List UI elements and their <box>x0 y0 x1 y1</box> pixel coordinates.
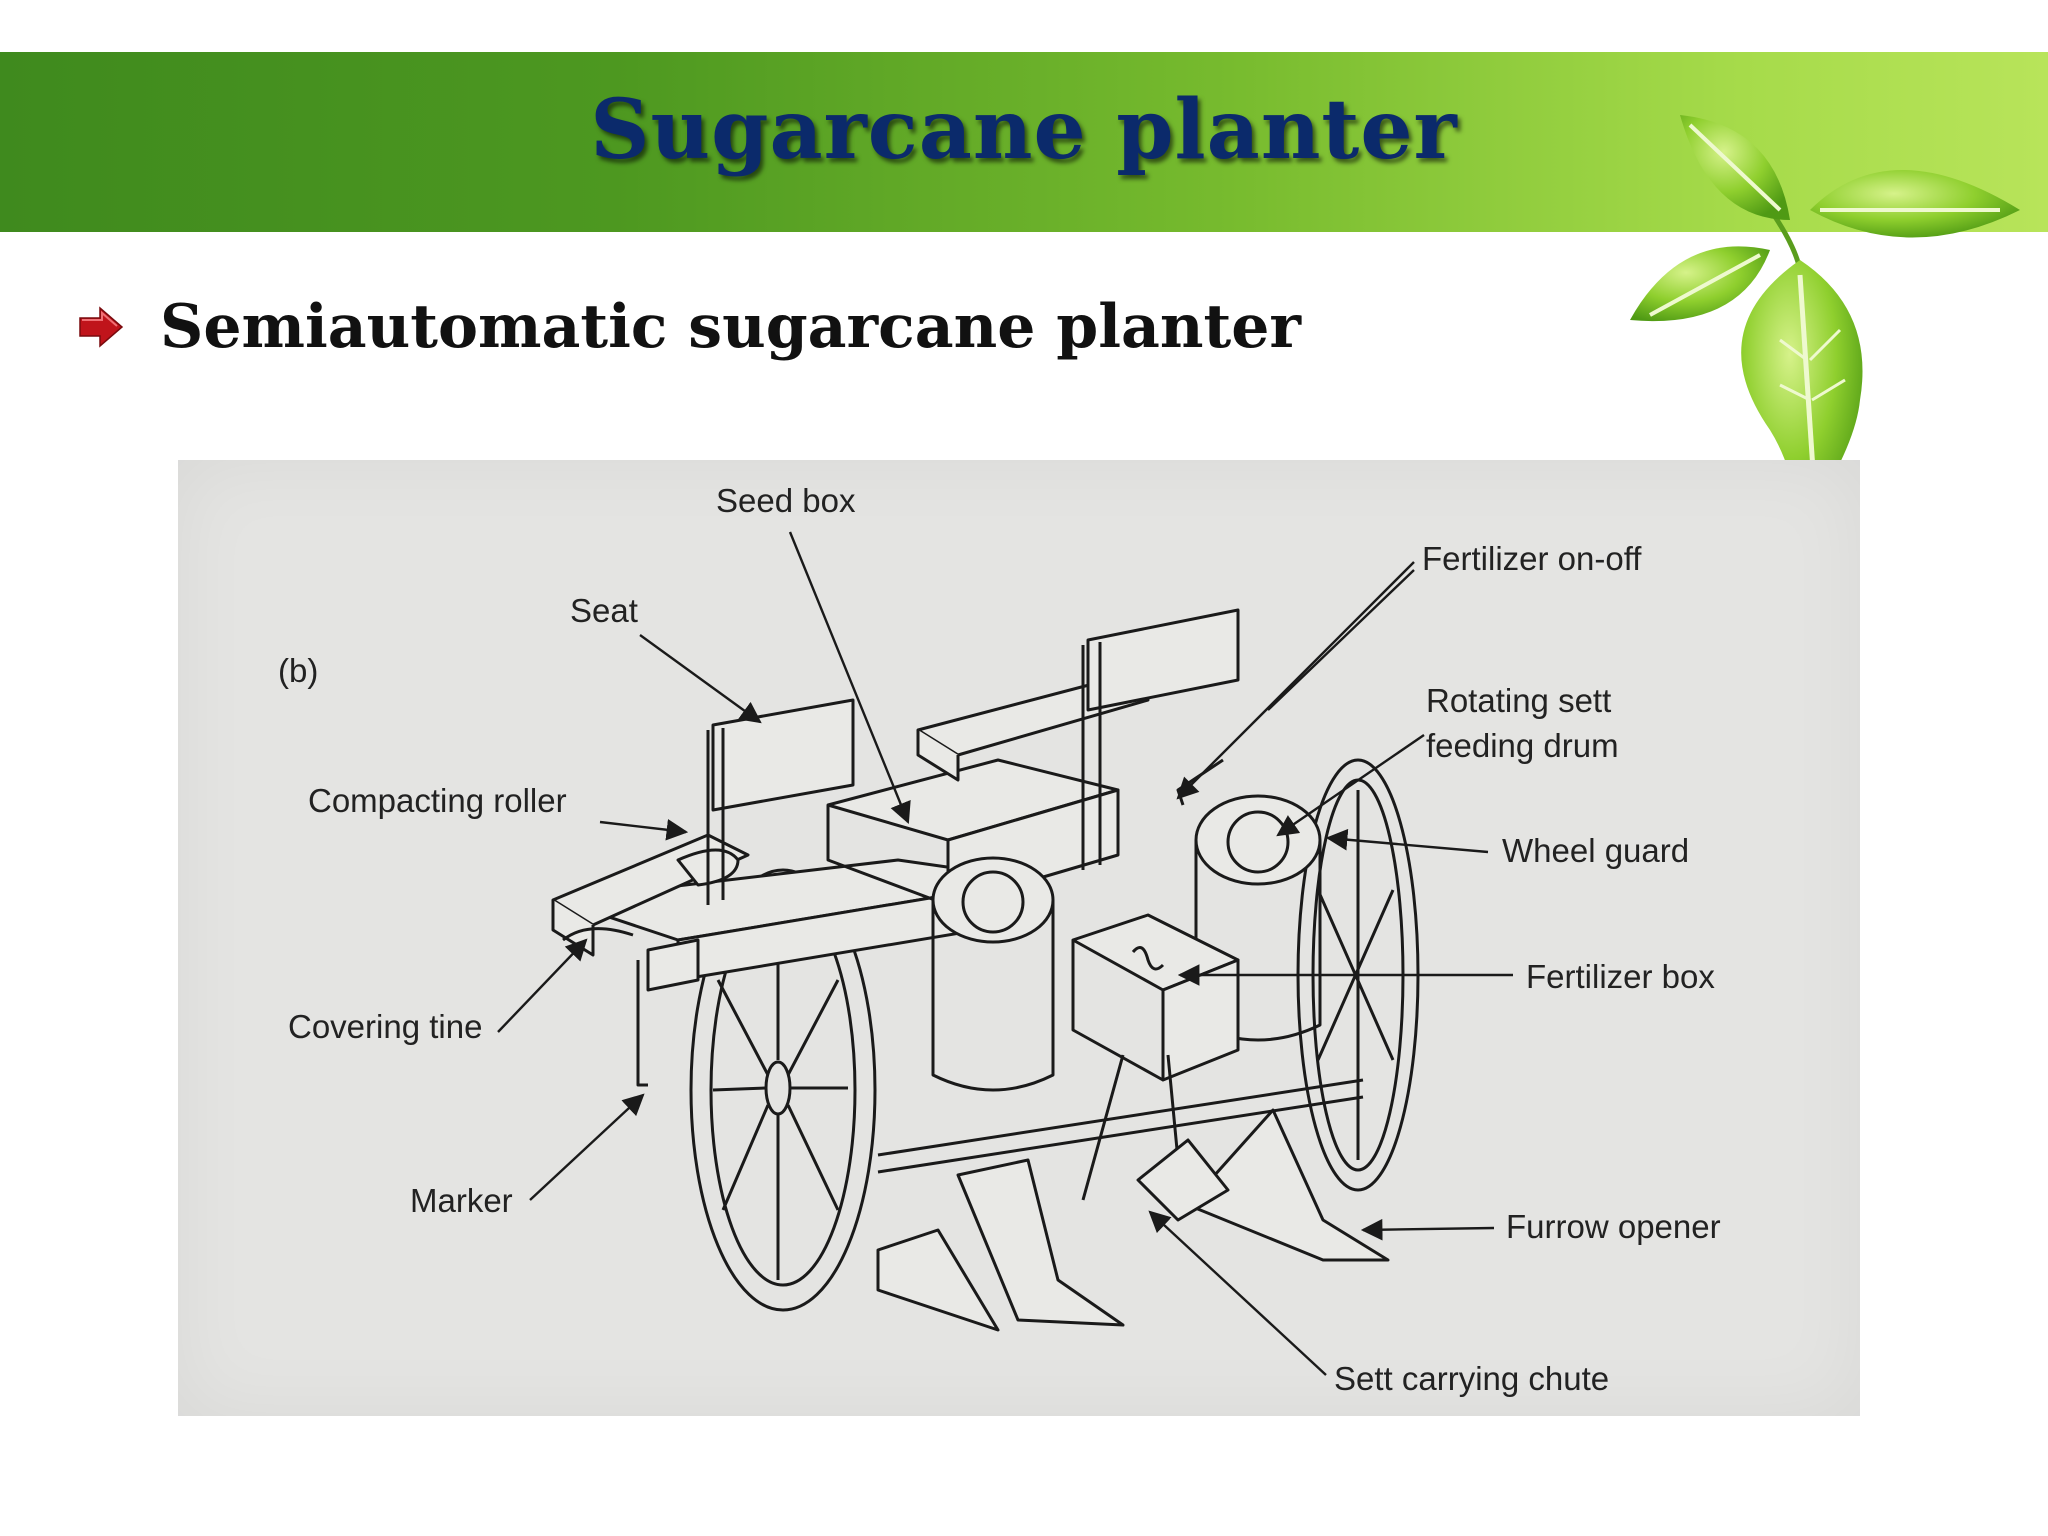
label-covering-tine: Covering tine <box>288 1008 482 1045</box>
label-marker: Marker <box>410 1182 513 1219</box>
label-rotating-sett-line2: feeding drum <box>1426 727 1619 764</box>
label-seat: Seat <box>570 592 638 629</box>
label-fertilizer-on-off: Fertilizer on-off <box>1422 540 1642 577</box>
leader-lines <box>497 531 1513 1376</box>
label-fertilizer-box: Fertilizer box <box>1526 958 1715 995</box>
label-furrow-opener: Furrow opener <box>1506 1208 1721 1245</box>
planter-diagram: (b) Seed box Seat Fertilizer on-off Rota… <box>178 460 1860 1416</box>
label-sett-carrying-chute: Sett carrying chute <box>1334 1360 1609 1397</box>
red-arrow-bullet-icon <box>79 306 124 348</box>
label-seed-box: Seed box <box>716 482 856 519</box>
bullet-text: Semiautomatic sugarcane planter <box>160 292 1301 362</box>
label-compacting-roller: Compacting roller <box>308 782 567 819</box>
slide-title: Sugarcane planter <box>590 82 1458 178</box>
panel-label: (b) <box>278 652 318 689</box>
label-rotating-sett-line1: Rotating sett <box>1426 682 1611 719</box>
bullet-item: Semiautomatic sugarcane planter <box>78 292 1301 362</box>
label-wheel-guard: Wheel guard <box>1502 832 1689 869</box>
machine-drawing <box>551 608 1420 1332</box>
